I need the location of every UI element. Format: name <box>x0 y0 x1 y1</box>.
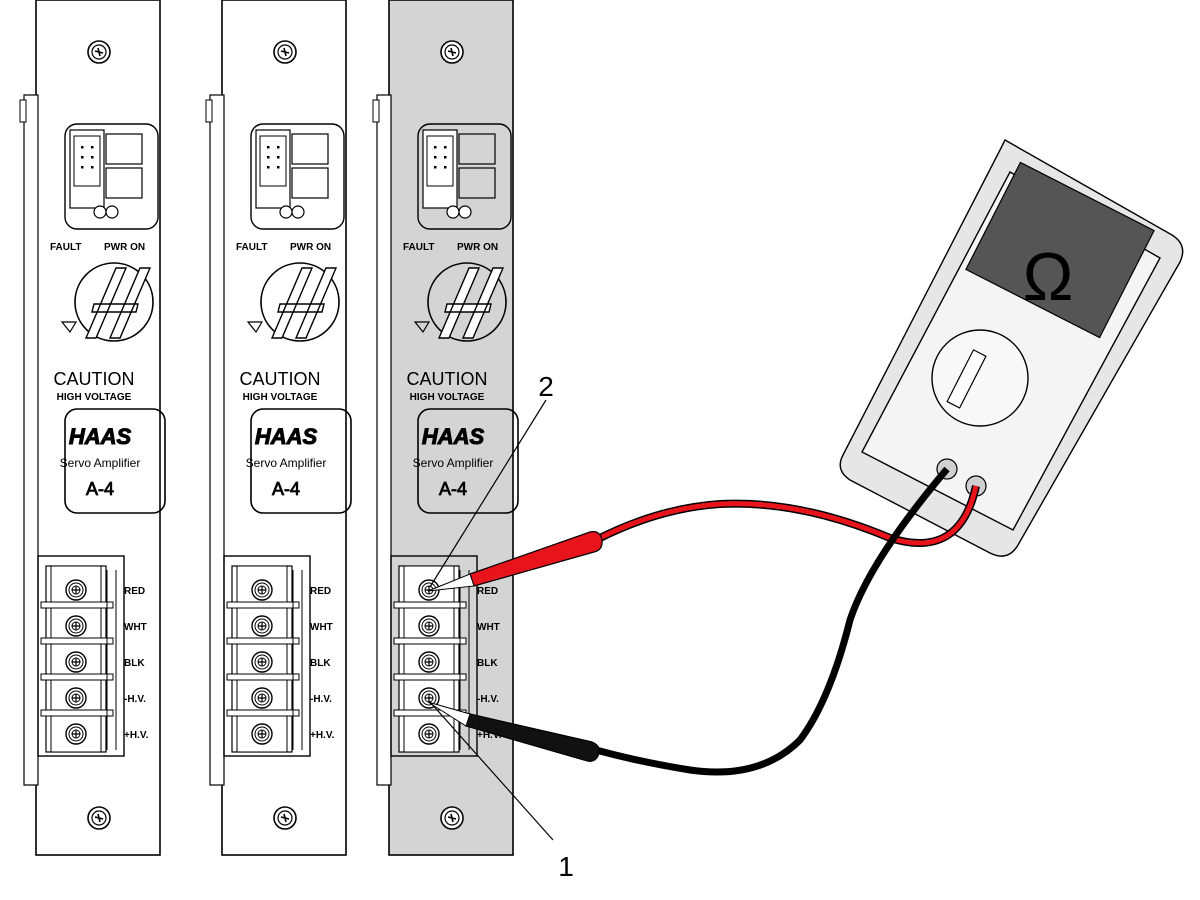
terminal-red: RED <box>124 586 145 597</box>
haas-logo: HAAS <box>69 424 132 449</box>
terminal-pos-hv: +H.V. <box>477 730 502 741</box>
product-label: Servo Amplifier <box>413 456 494 470</box>
terminal-red: RED <box>477 586 498 597</box>
callout-1: 1 <box>429 701 574 882</box>
terminal-blk: BLK <box>477 658 498 669</box>
high-voltage-label: HIGH VOLTAGE <box>410 392 485 403</box>
terminal-pos-hv: +H.V. <box>310 730 335 741</box>
pwr-on-label: PWR ON <box>457 242 498 253</box>
caution-label: CAUTION <box>240 369 321 389</box>
pwr-on-label: PWR ON <box>104 242 145 253</box>
model-label: A-4 <box>272 479 300 499</box>
ohm-symbol: Ω <box>1023 239 1074 315</box>
product-label: Servo Amplifier <box>60 456 141 470</box>
product-label: Servo Amplifier <box>246 456 327 470</box>
caution-label: CAUTION <box>54 369 135 389</box>
caution-label: CAUTION <box>407 369 488 389</box>
callout-2-label: 2 <box>538 371 554 402</box>
terminal-blk: BLK <box>124 658 145 669</box>
terminal-blk: BLK <box>310 658 331 669</box>
fault-label: FAULT <box>403 242 434 253</box>
multimeter: Ω <box>839 139 1184 557</box>
model-label: A-4 <box>86 479 114 499</box>
high-voltage-label: HIGH VOLTAGE <box>243 392 318 403</box>
haas-logo: HAAS <box>255 424 318 449</box>
terminal-wht: WHT <box>124 622 147 633</box>
terminal-red: RED <box>310 586 331 597</box>
terminal-neg-hv: -H.V. <box>477 694 499 705</box>
callout-1-label: 1 <box>558 851 574 882</box>
red-probe-lead <box>427 485 980 592</box>
amplifier-middle: FAULT PWR ON CAUTION HIGH VOLTAGE HAAS S… <box>206 0 351 856</box>
model-label: A-4 <box>439 479 467 499</box>
amplifier-left: FAULT PWR ON CAUTION HIGH VOLTAGE HAAS S… <box>20 0 165 856</box>
terminal-pos-hv: +H.V. <box>124 730 149 741</box>
terminal-wht: WHT <box>477 622 500 633</box>
terminal-neg-hv: -H.V. <box>124 694 146 705</box>
callout-2: 2 <box>429 371 554 588</box>
fault-label: FAULT <box>236 242 267 253</box>
pwr-on-label: PWR ON <box>290 242 331 253</box>
meter-display <box>965 161 1155 339</box>
fault-label: FAULT <box>50 242 81 253</box>
high-voltage-label: HIGH VOLTAGE <box>57 392 132 403</box>
haas-logo: HAAS <box>422 424 485 449</box>
black-probe-lead <box>427 466 950 776</box>
selector-dial[interactable] <box>931 329 1029 427</box>
terminal-wht: WHT <box>310 622 333 633</box>
terminal-neg-hv: -H.V. <box>310 694 332 705</box>
